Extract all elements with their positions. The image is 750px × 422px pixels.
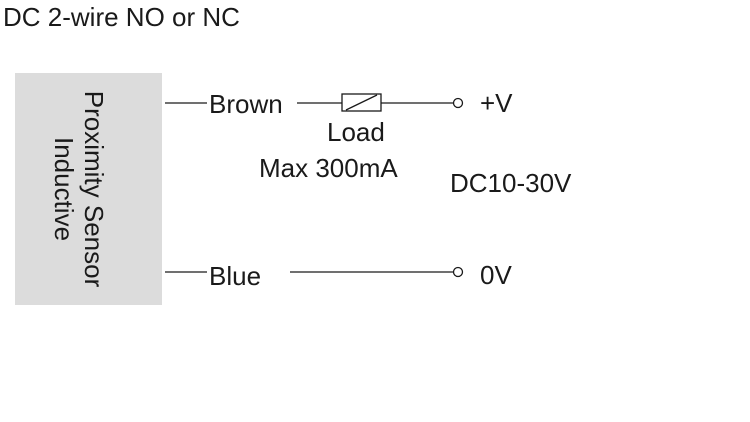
brown-wire-label: Brown [209,89,283,119]
positive-terminal [452,97,464,109]
supply-voltage-range: DC10-30V [450,168,572,198]
proximity-sensor-body [15,73,162,305]
sensor-label-line1: Proximity Sensor [79,91,109,288]
blue-wire-label: Blue [209,261,261,291]
diagram-title: DC 2-wire NO or NC [3,2,240,32]
negative-supply-label: 0V [480,260,512,290]
load-rating: Max 300mA [259,153,398,183]
sensor-label-line2: Inductive [49,137,79,241]
positive-supply-label: +V [480,88,513,118]
load-label: Load [327,117,385,147]
negative-terminal [452,266,464,278]
load-diagonal [345,94,378,111]
